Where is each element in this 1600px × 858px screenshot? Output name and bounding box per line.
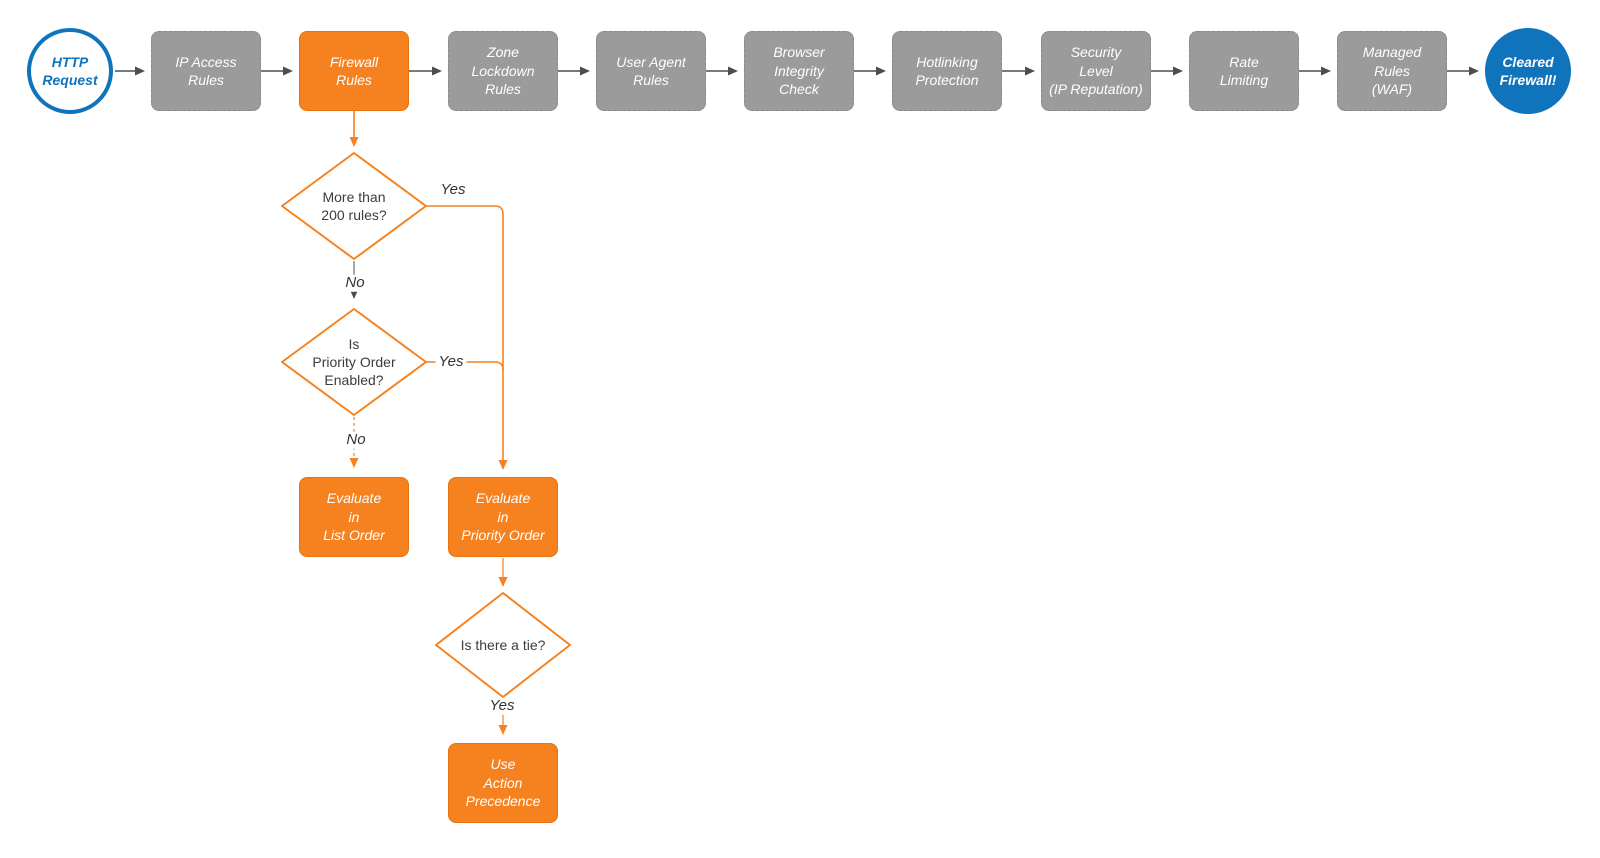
node-browser-integrity-check: Browser Integrity Check [744, 31, 854, 111]
node-ip-access-rules: IP Access Rules [151, 31, 261, 111]
node-ip-access-rules-label: IP Access Rules [175, 53, 237, 88]
node-evaluate-in-priority-order-label: Evaluate in Priority Order [461, 490, 545, 544]
node-http-request: HTTP Request [27, 28, 113, 114]
node-hotlinking-protection-label: Hotlinking Protection [915, 53, 979, 88]
edge-label-d2-no: No [343, 431, 369, 449]
node-security-level: Security Level (IP Reputation) [1041, 31, 1151, 111]
arrow-decision-priority-enabled-yes-join [426, 361, 504, 371]
node-use-action-precedence-label: Use Action Precedence [465, 756, 541, 810]
node-managed-rules-waf-label: Managed Rules (WAF) [1362, 44, 1422, 98]
decision-is-there-a-tie-label: Is there a tie? [460, 636, 546, 653]
node-rate-limiting-label: Rate Limiting [1219, 53, 1269, 88]
node-cleared-firewall-label: Cleared Firewall! [1499, 53, 1557, 88]
edge-label-d1-no: No [342, 274, 368, 292]
node-zone-lockdown-rules-label: Zone Lockdown Rules [471, 44, 535, 98]
arrow-decision-200-rules-yes-to-priority-order [426, 205, 508, 470]
node-hotlinking-protection: Hotlinking Protection [892, 31, 1002, 111]
node-browser-integrity-check-label: Browser Integrity Check [773, 44, 825, 98]
node-evaluate-in-priority-order: Evaluate in Priority Order [448, 477, 558, 557]
node-managed-rules-waf: Managed Rules (WAF) [1337, 31, 1447, 111]
node-user-agent-rules: User Agent Rules [596, 31, 706, 111]
node-rate-limiting: Rate Limiting [1189, 31, 1299, 111]
node-firewall-rules-label: Firewall Rules [329, 53, 379, 88]
decision-priority-order-enabled-label: Is Priority Order Enabled? [312, 335, 396, 389]
node-http-request-label: HTTP Request [42, 53, 98, 88]
edge-label-d2-yes: Yes [435, 353, 467, 371]
decision-more-than-200-rules-label: More than 200 rules? [321, 188, 387, 223]
edge-label-d3-yes: Yes [486, 697, 518, 715]
node-user-agent-rules-label: User Agent Rules [616, 53, 686, 88]
node-security-level-label: Security Level (IP Reputation) [1049, 44, 1143, 98]
node-cleared-firewall: Cleared Firewall! [1485, 28, 1571, 114]
node-use-action-precedence: Use Action Precedence [448, 743, 558, 823]
node-zone-lockdown-rules: Zone Lockdown Rules [448, 31, 558, 111]
node-evaluate-in-list-order: Evaluate in List Order [299, 477, 409, 557]
decision-more-than-200-rules-shape [281, 152, 427, 260]
node-firewall-rules: Firewall Rules [299, 31, 409, 111]
edge-label-d1-yes: Yes [437, 181, 469, 199]
node-evaluate-in-list-order-label: Evaluate in List Order [323, 490, 385, 544]
decision-is-there-a-tie-shape [435, 592, 571, 698]
decision-priority-order-enabled-shape [281, 308, 427, 416]
